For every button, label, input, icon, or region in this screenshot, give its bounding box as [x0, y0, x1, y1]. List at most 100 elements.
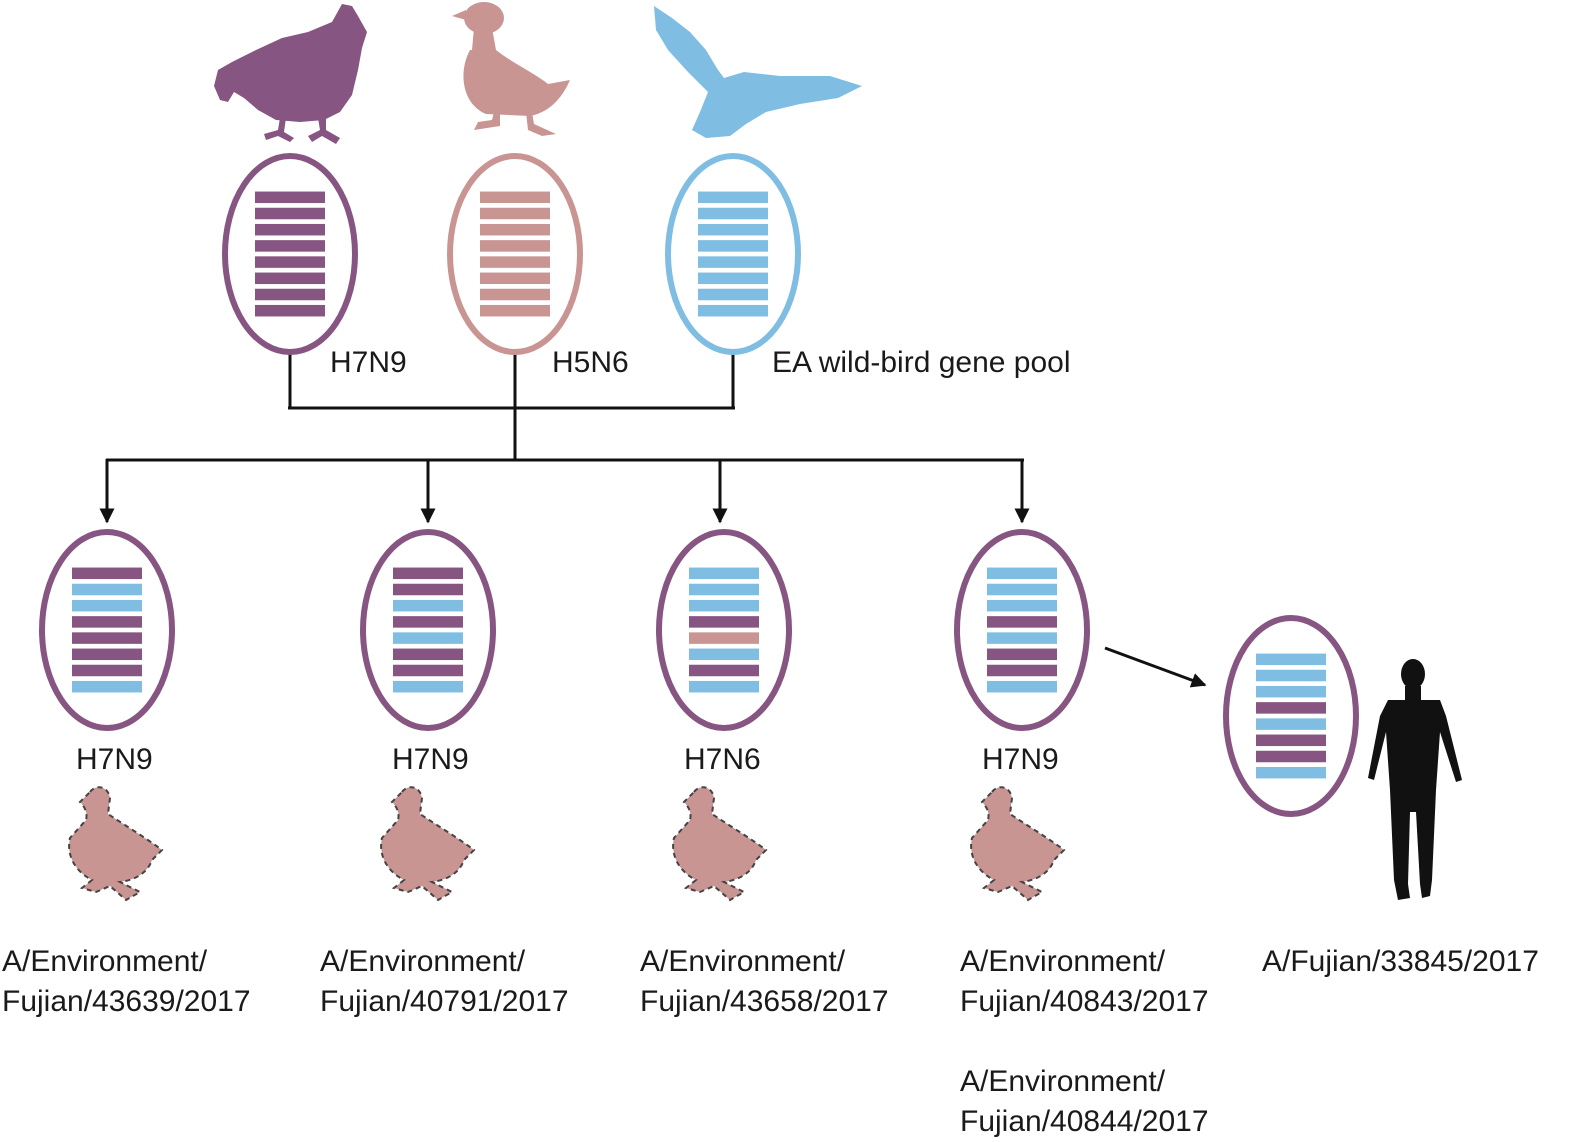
- gene-segment-chicken: [987, 616, 1057, 628]
- gene-segment-chicken: [255, 223, 325, 236]
- gene-segment-wildbird: [1256, 653, 1326, 666]
- gene-segment-chicken: [255, 191, 325, 204]
- gene-segment-wildbird: [1256, 718, 1326, 730]
- reassortant-virus: [360, 529, 496, 731]
- reassortant-virus: [39, 529, 175, 731]
- duck-dashed-body: [68, 786, 164, 902]
- virus-envelope: [39, 529, 175, 731]
- gene-segment-chicken: [393, 583, 463, 596]
- gene-segment-chicken: [255, 240, 325, 252]
- source-label-duck: H5N6: [552, 346, 629, 379]
- gene-segment-wildbird: [987, 680, 1057, 693]
- gene-segment-wildbird: [72, 599, 142, 612]
- connector-lines: [99, 354, 1207, 688]
- gene-segment-chicken: [987, 664, 1057, 677]
- gene-segment-wildbird: [72, 583, 142, 596]
- gene-segment-wildbird: [698, 240, 768, 252]
- gene-segment-wildbird: [689, 599, 759, 612]
- human-strain-name: A/Fujian/33845/2017: [1262, 945, 1539, 978]
- virus-envelope: [1223, 615, 1359, 817]
- gene-segment-wildbird: [987, 632, 1057, 644]
- source-virus-wildbird: [665, 153, 801, 355]
- reassortant-virus: [954, 529, 1090, 731]
- gene-segment-chicken: [72, 616, 142, 628]
- gene-segment-wildbird: [689, 648, 759, 661]
- gene-segment-wildbird: [689, 583, 759, 596]
- gene-segment-wildbird: [698, 256, 768, 268]
- gene-segment-chicken: [987, 648, 1057, 661]
- gene-segment-chicken: [1256, 750, 1326, 763]
- gene-segment-wildbird: [698, 288, 768, 301]
- duck-dashed-icon: [380, 786, 476, 902]
- gene-segment-duck: [480, 191, 550, 204]
- strain-name: A/Environment/ Fujian/40791/2017: [320, 945, 569, 1018]
- gene-segment-wildbird: [698, 207, 768, 220]
- wild-bird-icon: [654, 6, 862, 138]
- virus-envelope: [360, 529, 496, 731]
- gene-segment-wildbird: [393, 680, 463, 693]
- gene-segment-chicken: [72, 648, 142, 661]
- strain-name: A/Environment/ Fujian/43658/2017: [640, 945, 889, 1018]
- gene-segment-chicken: [72, 664, 142, 677]
- human-icon: [1368, 659, 1462, 900]
- gene-segment-chicken: [689, 664, 759, 677]
- gene-segment-wildbird: [987, 599, 1057, 612]
- gene-segment-chicken: [255, 304, 325, 317]
- gene-segment-chicken: [255, 272, 325, 285]
- gene-segment-duck: [480, 256, 550, 268]
- reassortant-label: H7N9: [76, 743, 153, 776]
- gene-segment-wildbird: [698, 304, 768, 317]
- duck-dashed-body: [970, 786, 1066, 902]
- gene-segment-wildbird: [393, 599, 463, 612]
- gene-segment-wildbird: [698, 223, 768, 236]
- virus-envelope: [665, 153, 801, 355]
- gene-segment-chicken: [72, 632, 142, 644]
- duck-icon: [452, 2, 570, 136]
- gene-segment-chicken: [255, 256, 325, 268]
- source-virus-chicken: [222, 153, 358, 355]
- virus-icons: [39, 153, 1359, 817]
- gene-segment-duck: [480, 272, 550, 285]
- gene-segment-duck: [480, 304, 550, 317]
- gene-segment-chicken: [393, 567, 463, 580]
- human-case-virus: [1223, 615, 1359, 817]
- virus-envelope: [656, 529, 792, 731]
- reassortant-virus: [656, 529, 792, 731]
- strain-name: A/Environment/ Fujian/43639/2017: [2, 945, 251, 1018]
- source-label-chicken: H7N9: [330, 346, 407, 379]
- gene-segment-wildbird: [698, 272, 768, 285]
- virus-envelope: [447, 153, 583, 355]
- gene-segment-duck: [480, 223, 550, 236]
- gene-segment-chicken: [393, 664, 463, 677]
- gene-segment-chicken: [72, 567, 142, 580]
- source-label-wildbird: EA wild-bird gene pool: [772, 346, 1071, 379]
- gene-segment-duck: [480, 240, 550, 252]
- gene-segment-wildbird: [689, 567, 759, 580]
- gene-segment-wildbird: [1256, 669, 1326, 682]
- duck-dashed-icon: [672, 786, 768, 902]
- arrow-to-human-case: [1104, 646, 1207, 688]
- gene-segment-chicken: [1256, 702, 1326, 714]
- strain-name: A/Environment/ Fujian/40843/2017: [960, 945, 1209, 1018]
- duck-dashed-body: [380, 786, 476, 902]
- duck-dashed-icon: [970, 786, 1066, 902]
- gene-segment-wildbird: [698, 191, 768, 204]
- gene-segment-wildbird: [72, 680, 142, 693]
- reassortant-label: H7N6: [684, 743, 761, 776]
- source-virus-duck: [447, 153, 583, 355]
- gene-segment-chicken: [255, 288, 325, 301]
- reassortant-label: H7N9: [982, 743, 1059, 776]
- gene-segment-chicken: [1256, 734, 1326, 747]
- gene-segment-chicken: [255, 207, 325, 220]
- virus-envelope: [222, 153, 358, 355]
- gene-segment-duck: [480, 207, 550, 220]
- reassortant-label: H7N9: [392, 743, 469, 776]
- gene-segment-duck: [480, 288, 550, 301]
- gene-segment-wildbird: [987, 567, 1057, 580]
- gene-segment-wildbird: [987, 583, 1057, 596]
- duck-outline-icons: [68, 786, 1066, 902]
- virus-envelope: [954, 529, 1090, 731]
- strain-name: A/Environment/ Fujian/40844/2017: [960, 1065, 1209, 1138]
- gene-segment-chicken: [393, 648, 463, 661]
